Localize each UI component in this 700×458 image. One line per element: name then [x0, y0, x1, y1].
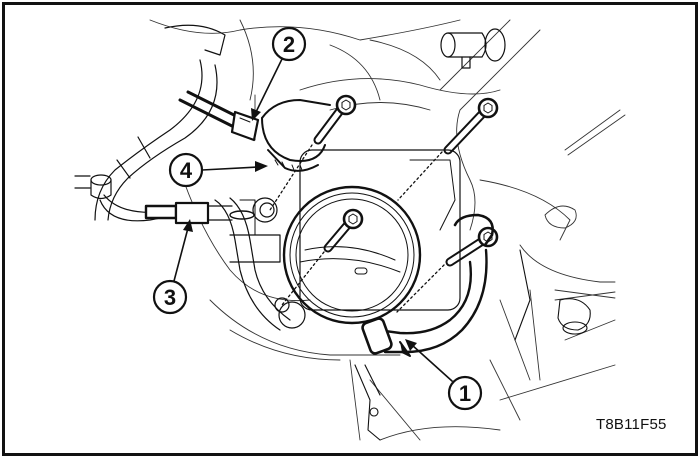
callout-1-label: 1: [459, 381, 471, 406]
throttle-body: [229, 149, 461, 329]
figure-code: T8B11F55: [596, 416, 667, 433]
vacuum-fitting: [144, 197, 291, 331]
upper-hose-elbow: [261, 99, 331, 172]
callout-2: 2: [271, 26, 307, 62]
left-hose: [74, 24, 226, 222]
callout-leaders: [173, 58, 453, 382]
upper-fitting: [440, 28, 506, 69]
lower-bracket: [354, 249, 591, 441]
bolts: [313, 94, 499, 267]
callout-4: 4: [168, 152, 204, 188]
callout-1: 1: [447, 375, 483, 411]
bolt-alignment-dotted-lines: [269, 144, 445, 313]
callout-3-label: 3: [164, 285, 176, 310]
engine-background-lines: [149, 19, 626, 441]
callout-3: 3: [152, 279, 188, 315]
connector: [178, 90, 260, 142]
callout-4-label: 4: [180, 158, 193, 183]
lower-hose: [361, 213, 494, 357]
callout-2-label: 2: [283, 32, 295, 57]
